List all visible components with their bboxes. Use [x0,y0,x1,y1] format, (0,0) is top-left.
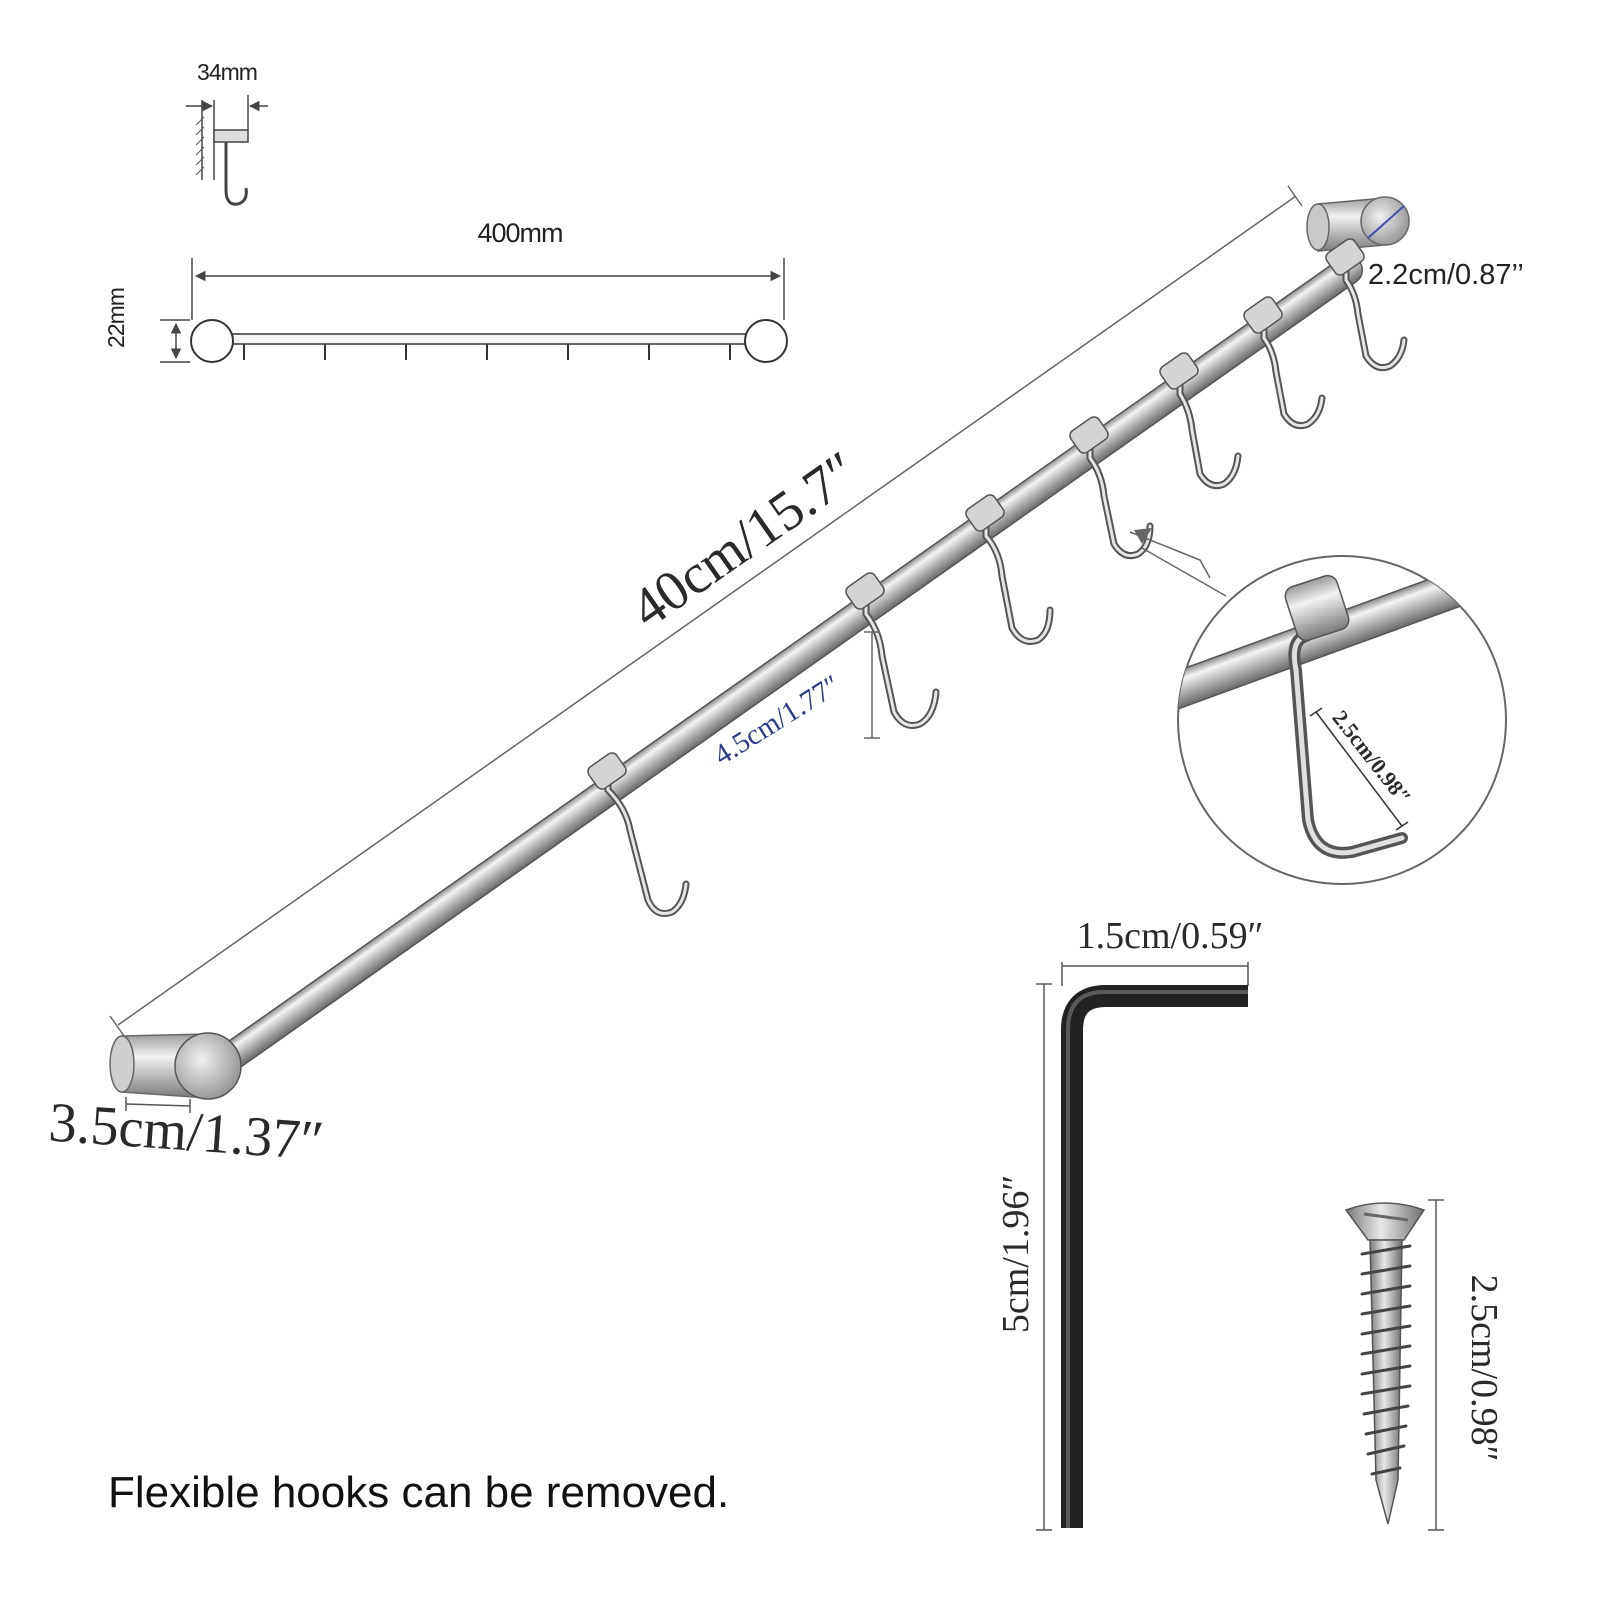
base-diameter-label: 3.5cm/1.37″ [47,1092,326,1173]
hook-4 [1069,416,1154,560]
front-view-drawing [160,258,788,363]
rod-length-label: 40cm/15.7″ [620,440,870,641]
hook-drop-dimension [864,631,880,739]
hook-2 [845,572,940,729]
hook-1 [587,752,690,917]
side-depth-label: 34mm [197,59,257,85]
allen-wrench [1036,962,1249,1531]
hook-7 [1325,238,1408,372]
caption-text: Flexible hooks can be removed. [108,1468,730,1517]
hook-3 [965,494,1054,645]
rack-hooks [587,238,1408,917]
end-diameter-label: 2.2cm/0.87’’ [1368,259,1524,291]
screw [1344,1199,1444,1531]
hook-5 [1159,352,1242,490]
screw-length-label: 2.5cm/0.98″ [1463,1275,1505,1462]
wrench-short-arm-label: 1.5cm/0.59″ [1077,915,1264,957]
hook-detail-callout [1129,528,1507,885]
hook-6 [1243,296,1326,430]
rack-rod [109,185,1410,1113]
wrench-long-arm-label: 5cm/1.96″ [995,1175,1037,1333]
front-height-label: 22mm [103,288,129,348]
front-length-label: 400mm [477,218,562,248]
side-view-drawing [186,95,268,206]
